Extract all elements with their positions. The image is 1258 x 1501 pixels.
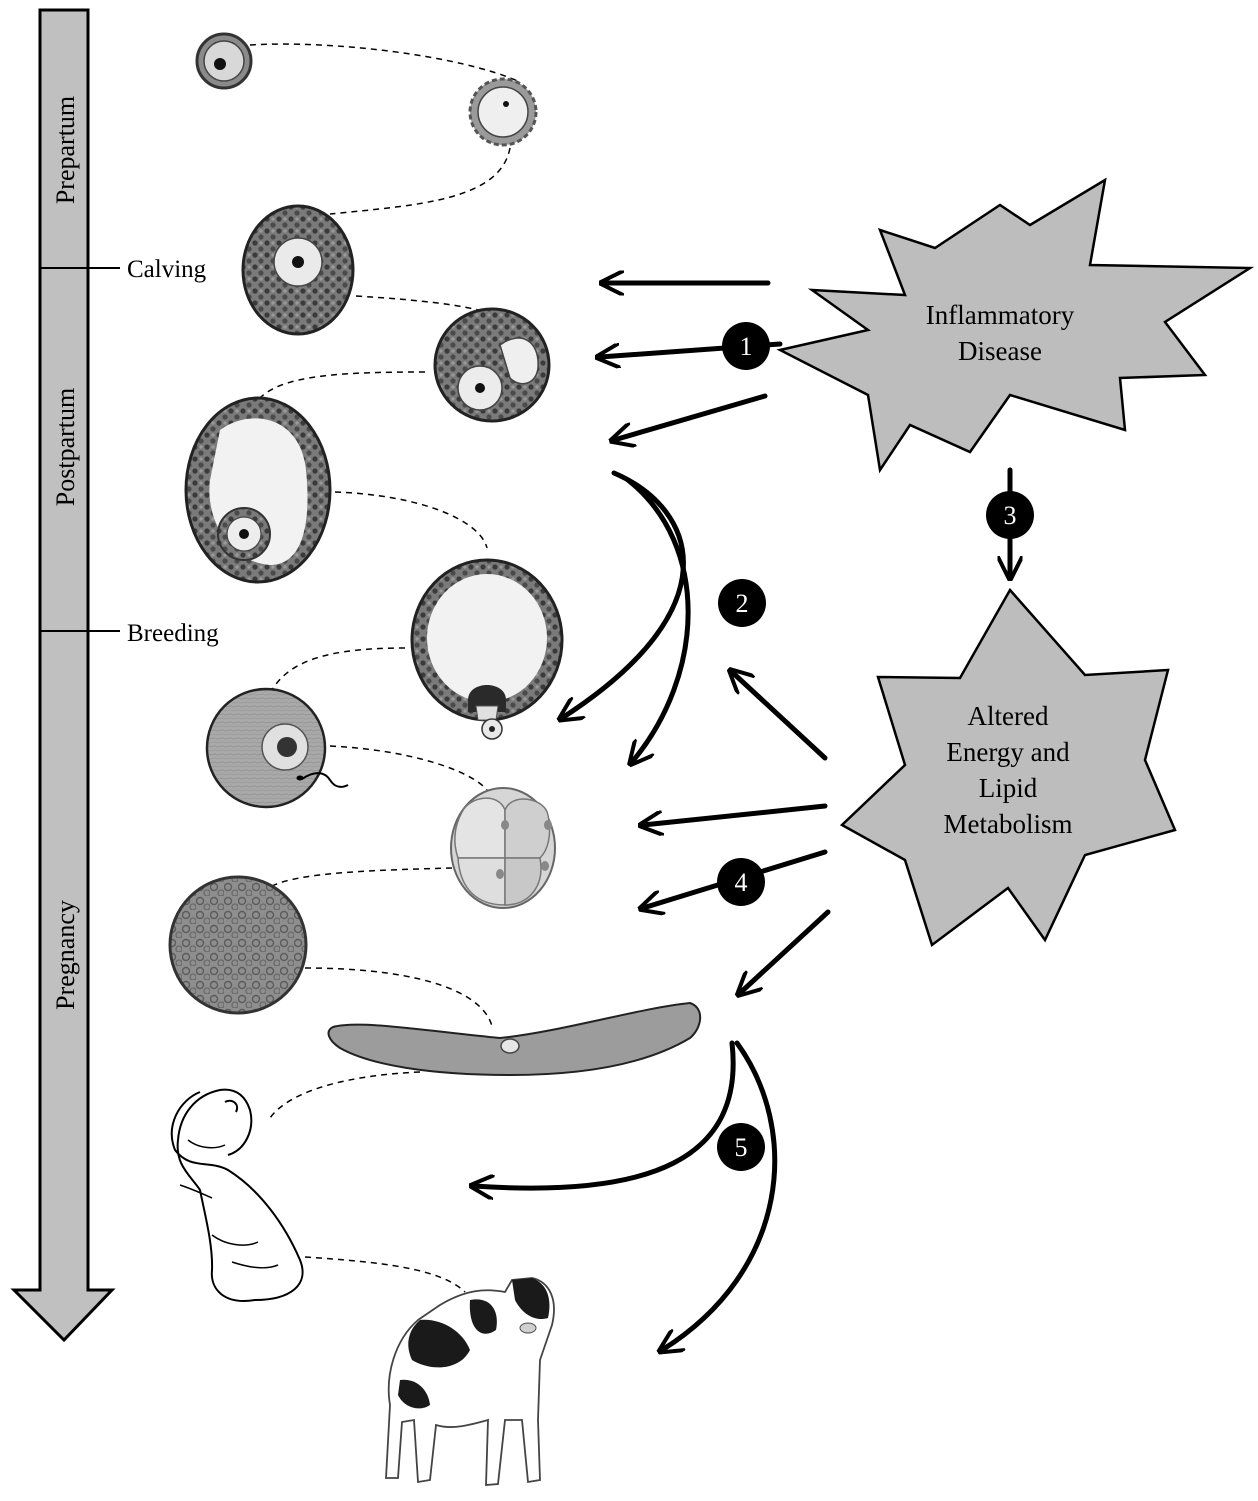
event-label-calving: Calving: [127, 256, 207, 283]
arrow-disease-to-antral: [614, 393, 768, 440]
inflammatory-disease-line1: Inflammatory: [926, 300, 1075, 330]
arrow-metabolism-to-carryover: [732, 672, 828, 761]
altered-metabolism-line2: Energy and: [946, 737, 1070, 767]
arrow-metabolism-to-conceptus: [740, 909, 831, 993]
arrow-carryover-to-oocyte: [562, 470, 686, 718]
effect-arrows: [474, 283, 1010, 1350]
secondary-follicle-icon: [241, 204, 355, 336]
morula-icon: [168, 875, 308, 1015]
marker-5-label: 5: [735, 1133, 748, 1162]
fertilized-oocyte-icon: [205, 687, 349, 809]
marker-4-label: 4: [735, 868, 748, 897]
elongating-conceptus-icon: [327, 1001, 702, 1077]
marker-1: 1: [722, 322, 770, 370]
event-label-breeding: Breeding: [127, 620, 219, 647]
antral-follicle-icon: [184, 396, 332, 584]
altered-metabolism-line3: Lipid: [979, 773, 1038, 803]
phase-label-prepartum: Prepartum: [51, 96, 80, 204]
marker-5: 5: [717, 1123, 765, 1171]
arrow-carryover-to-embryo: [625, 477, 691, 762]
early-antral-follicle-icon: [433, 307, 551, 423]
arrow-metabolism-to-embryo: [643, 803, 828, 825]
altered-metabolism-line4: Metabolism: [944, 809, 1073, 839]
timeline-arrow: Prepartum Postpartum Pregnancy: [10, 8, 120, 1343]
inflammatory-disease-burst: Inflammatory Disease: [776, 177, 1255, 474]
marker-2: 2: [718, 579, 766, 627]
inflammatory-disease-line2: Disease: [958, 336, 1042, 366]
primordial-follicle-icon: [195, 32, 253, 90]
arrow-conceptus-to-calf: [662, 1040, 778, 1350]
marker-2-label: 2: [736, 589, 749, 618]
phase-label-pregnancy: Pregnancy: [51, 900, 80, 1010]
embryo-4-cell-icon: [450, 787, 556, 909]
altered-metabolism-line1: Altered: [968, 701, 1049, 731]
fetus-icon: [170, 1088, 304, 1302]
phase-label-postpartum: Postpartum: [51, 388, 80, 506]
altered-metabolism-star: Altered Energy and Lipid Metabolism: [839, 587, 1177, 948]
marker-1-label: 1: [740, 332, 753, 361]
marker-3: 3: [986, 491, 1034, 539]
preovulatory-follicle-icon: [410, 558, 564, 740]
marker-4: 4: [717, 858, 765, 906]
marker-3-label: 3: [1004, 501, 1017, 530]
arrow-conceptus-to-fetus: [474, 1040, 736, 1188]
primary-follicle-icon: [468, 77, 538, 147]
calf-icon: [385, 1277, 555, 1486]
